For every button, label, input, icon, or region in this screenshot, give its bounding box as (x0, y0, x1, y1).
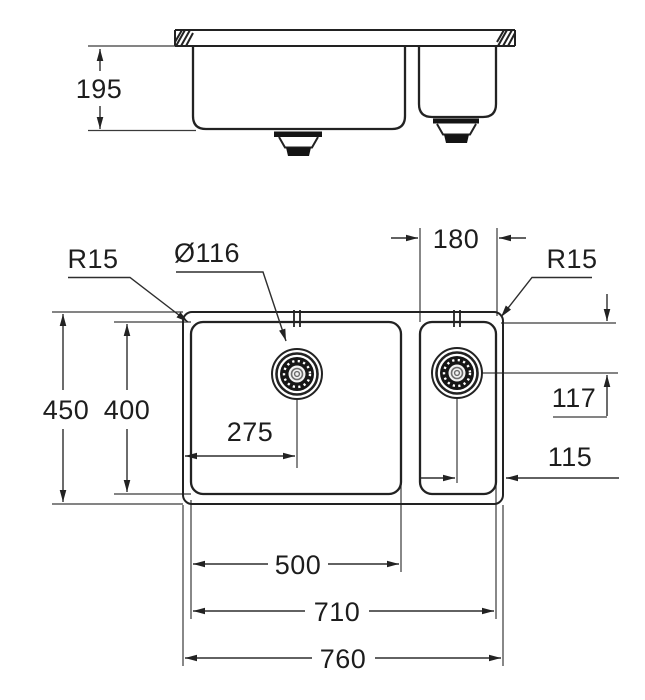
main-bowl-profile (191, 46, 407, 131)
dim-195-label: 195 (76, 74, 123, 104)
dim-400-label: 400 (104, 395, 151, 425)
small-bowl-drain-plan (431, 347, 483, 399)
dim-drain-diameter: Ø116 (174, 238, 287, 342)
dim-radius-right: R15 (500, 244, 597, 318)
main-bowl-drain-side (274, 131, 322, 156)
dim-180-label: 180 (433, 224, 480, 254)
dim-radius-left: R15 (67, 244, 189, 323)
countertop-hatch-left (174, 29, 194, 47)
dim-main-drain-offset: 275 (185, 417, 295, 460)
countertop (174, 29, 516, 47)
countertop-hatch-right (496, 29, 516, 47)
dim-115-label: 115 (548, 442, 593, 472)
small-bowl-drain-side (433, 118, 479, 143)
dim-overall-depth: 450 (43, 314, 90, 502)
dim-710-label: 710 (314, 597, 361, 627)
dim-bowls-overall-width: 710 (193, 597, 494, 627)
dim-small-drain-top-offset: 117 (552, 294, 611, 418)
dim-depth-195: 195 (76, 45, 196, 132)
small-bowl-profile (417, 46, 498, 119)
centreline-ticks (293, 310, 461, 327)
dim-500-label: 500 (275, 550, 322, 580)
dim-r15-left-label: R15 (67, 244, 118, 274)
dim-overall-width: 760 (185, 644, 501, 674)
small-bowl-outline (418, 320, 498, 496)
dim-small-drain-right-offset: 115 (421, 442, 619, 482)
dim-small-bowl-width: 180 (391, 224, 526, 254)
dim-760-label: 760 (320, 644, 367, 674)
plan-extension-lines (52, 228, 618, 666)
dim-drain-diameter-label: Ø116 (174, 238, 240, 268)
main-bowl-outline (189, 320, 403, 496)
side-view: 195 (76, 29, 516, 156)
dim-117-label: 117 (552, 383, 597, 413)
dim-275-label: 275 (227, 417, 274, 447)
plan-view: R15 Ø116 180 R15 450 400 (43, 224, 619, 674)
dim-bowl-depth: 400 (104, 324, 151, 492)
dim-450-label: 450 (43, 395, 90, 425)
dim-r15-right-label: R15 (546, 244, 597, 274)
sink-profile (191, 46, 498, 131)
main-bowl-drain-plan (271, 348, 323, 400)
sink-rim-outline (182, 311, 504, 505)
dim-main-bowl-width: 500 (193, 550, 399, 580)
